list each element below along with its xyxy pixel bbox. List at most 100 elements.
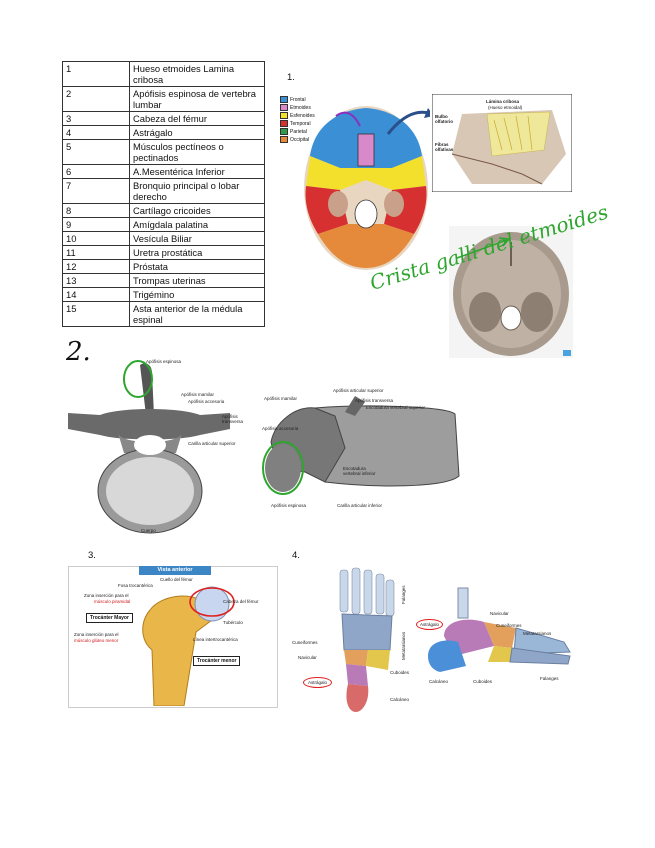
side-transversa-label: Apófisis transversa: [355, 398, 394, 403]
row-structure: Cartílago cricoides: [129, 203, 265, 218]
row-number: 7: [62, 178, 130, 204]
row-number: 13: [62, 273, 130, 288]
legend-item: Parietal: [280, 128, 307, 135]
foot-side-cuboides-label: Cuboides: [473, 679, 493, 684]
side-escotadura-sup-label: Escotadura vertebral superior: [366, 405, 426, 410]
legend-item: Occipital: [280, 136, 309, 143]
legend-item: Frontal: [280, 96, 306, 103]
row-structure: Músculos pectíneos o pectinados: [129, 139, 265, 165]
row-structure: Vesícula Biliar: [129, 231, 265, 246]
row-structure: A.Mesentérica Inferior: [129, 164, 265, 179]
legend-item: Esfenoides: [280, 112, 315, 119]
femur-trocanter-menor-label: Trocánter menor: [193, 656, 241, 666]
row-number: 10: [62, 231, 130, 246]
femur-cabeza-label: Cabeza del fémur: [223, 599, 259, 604]
row-number: 2: [62, 86, 130, 112]
row-structure: Apófisis espinosa de vertebra lumbar: [129, 86, 265, 112]
foot-side-astragalo-label: Astrágalo: [416, 619, 444, 630]
foot-top-calcaneo-label: Calcáneo: [390, 697, 410, 702]
side-art-sup-label: Apófisis articular superior: [333, 388, 384, 393]
row-structure: Próstata: [129, 259, 265, 274]
inset-subtitle: (Hueso etmoidal): [488, 105, 523, 110]
femur-insercion-piriforme-label: Zona inserción para el: [84, 593, 129, 598]
row-structure: Astrágalo: [129, 125, 265, 140]
row-number: 11: [62, 245, 130, 260]
row-number: 1: [62, 61, 130, 87]
row-structure: Hueso etmoides Lamina cribosa: [129, 61, 265, 87]
row-structure: Amígdala palatina: [129, 217, 265, 232]
section-4-label: 4.: [292, 550, 300, 561]
femur-fosa-label: Fosa trocantérica: [118, 583, 153, 588]
foot-dorsal-illustration: [339, 567, 395, 712]
inset-bulbo-label: Bulbo olfatorio: [435, 114, 453, 124]
top-accesoria-label: Apófisis accesoria: [188, 399, 225, 404]
skull-legend: Frontal Etmoides Esfenoides Temporal Par…: [280, 96, 340, 156]
side-carilla-inf-label: Carilla articular inferior: [337, 503, 383, 508]
femur-cuello-label: Cuello del fémur: [160, 577, 193, 582]
lumbar-vertebra-top-view: [68, 360, 230, 534]
femur-header: Vista anterior: [139, 566, 211, 575]
femur-tuberculo-label: Tubérculo: [223, 620, 243, 625]
top-espinosa-label: Apófisis espinosa: [146, 359, 182, 364]
femur-trocanter-mayor-label: Trocánter Mayor: [86, 613, 133, 623]
cribriform-plate-inset: [432, 94, 572, 192]
side-mamilar-label: Apófisis mamilar: [264, 396, 298, 401]
top-mamilar-label: Apófisis mamilar: [181, 392, 215, 397]
inset-title: Lámina cribosa: [486, 99, 520, 104]
femur-piriforme-label: músculo piramidal: [94, 599, 131, 604]
row-number: 14: [62, 287, 130, 302]
top-cuerpo-label: Cuerpo: [141, 528, 156, 533]
foot-top-falanges-label: Falanges: [401, 585, 406, 604]
foot-top-metatarsianos-label: Metatarsianos: [401, 631, 406, 660]
row-number: 15: [62, 301, 130, 327]
row-number: 5: [62, 139, 130, 165]
inset-fibras-label: Fibras olfativas: [435, 142, 454, 152]
femur-insercion-gluteo-label: Zona inserción para el: [74, 632, 119, 637]
legend-item: Etmoides: [280, 104, 311, 111]
foot-side-calcaneo-label: Calcáneo: [429, 679, 449, 684]
section-2-label: 2.: [66, 337, 91, 367]
row-number: 6: [62, 164, 130, 179]
row-number: 8: [62, 203, 130, 218]
row-structure: Bronquio principal o lobar derecho: [129, 178, 265, 204]
foot-side-metatarsianos-label: Metatarsianos: [523, 631, 552, 636]
foot-side-cuneiformes-label: Cuneiformes: [496, 623, 522, 628]
top-carilla-label: Carilla articular superior: [188, 441, 236, 446]
row-number: 3: [62, 111, 130, 126]
femur-gluteo-label: músculo glúteo menor: [74, 638, 119, 643]
row-number: 4: [62, 125, 130, 140]
femur-illustration: [142, 586, 235, 706]
row-structure: Asta anterior de la médula espinal: [129, 301, 265, 327]
skull-base-photo: [449, 226, 573, 358]
foot-side-falanges-label: Falanges: [540, 676, 559, 681]
foot-top-astragalo-label: Astrágalo: [303, 677, 333, 688]
row-structure: Cabeza del fémur: [129, 111, 265, 126]
foot-lateral-illustration: [428, 587, 571, 672]
green-pointer-arrow: [456, 237, 511, 259]
foot-top-cuneiformes-label: Cuneiformes: [292, 640, 318, 645]
femur-linea-label: Línea intertrocantérica: [193, 637, 238, 642]
foot-top-cuboides-label: Cuboides: [390, 670, 410, 675]
legend-item: Temporal: [280, 120, 311, 127]
row-structure: Trompas uterinas: [129, 273, 265, 288]
side-escotadura-inf-label: Escotadura vertebral inferior: [343, 466, 376, 476]
side-espinosa-label: Apófisis espinosa: [271, 503, 307, 508]
section-3-label: 3.: [88, 550, 96, 561]
side-accesoria-label: Apófisis accesoria: [262, 426, 299, 431]
foot-side-navicular-label: Navicular: [490, 611, 509, 616]
